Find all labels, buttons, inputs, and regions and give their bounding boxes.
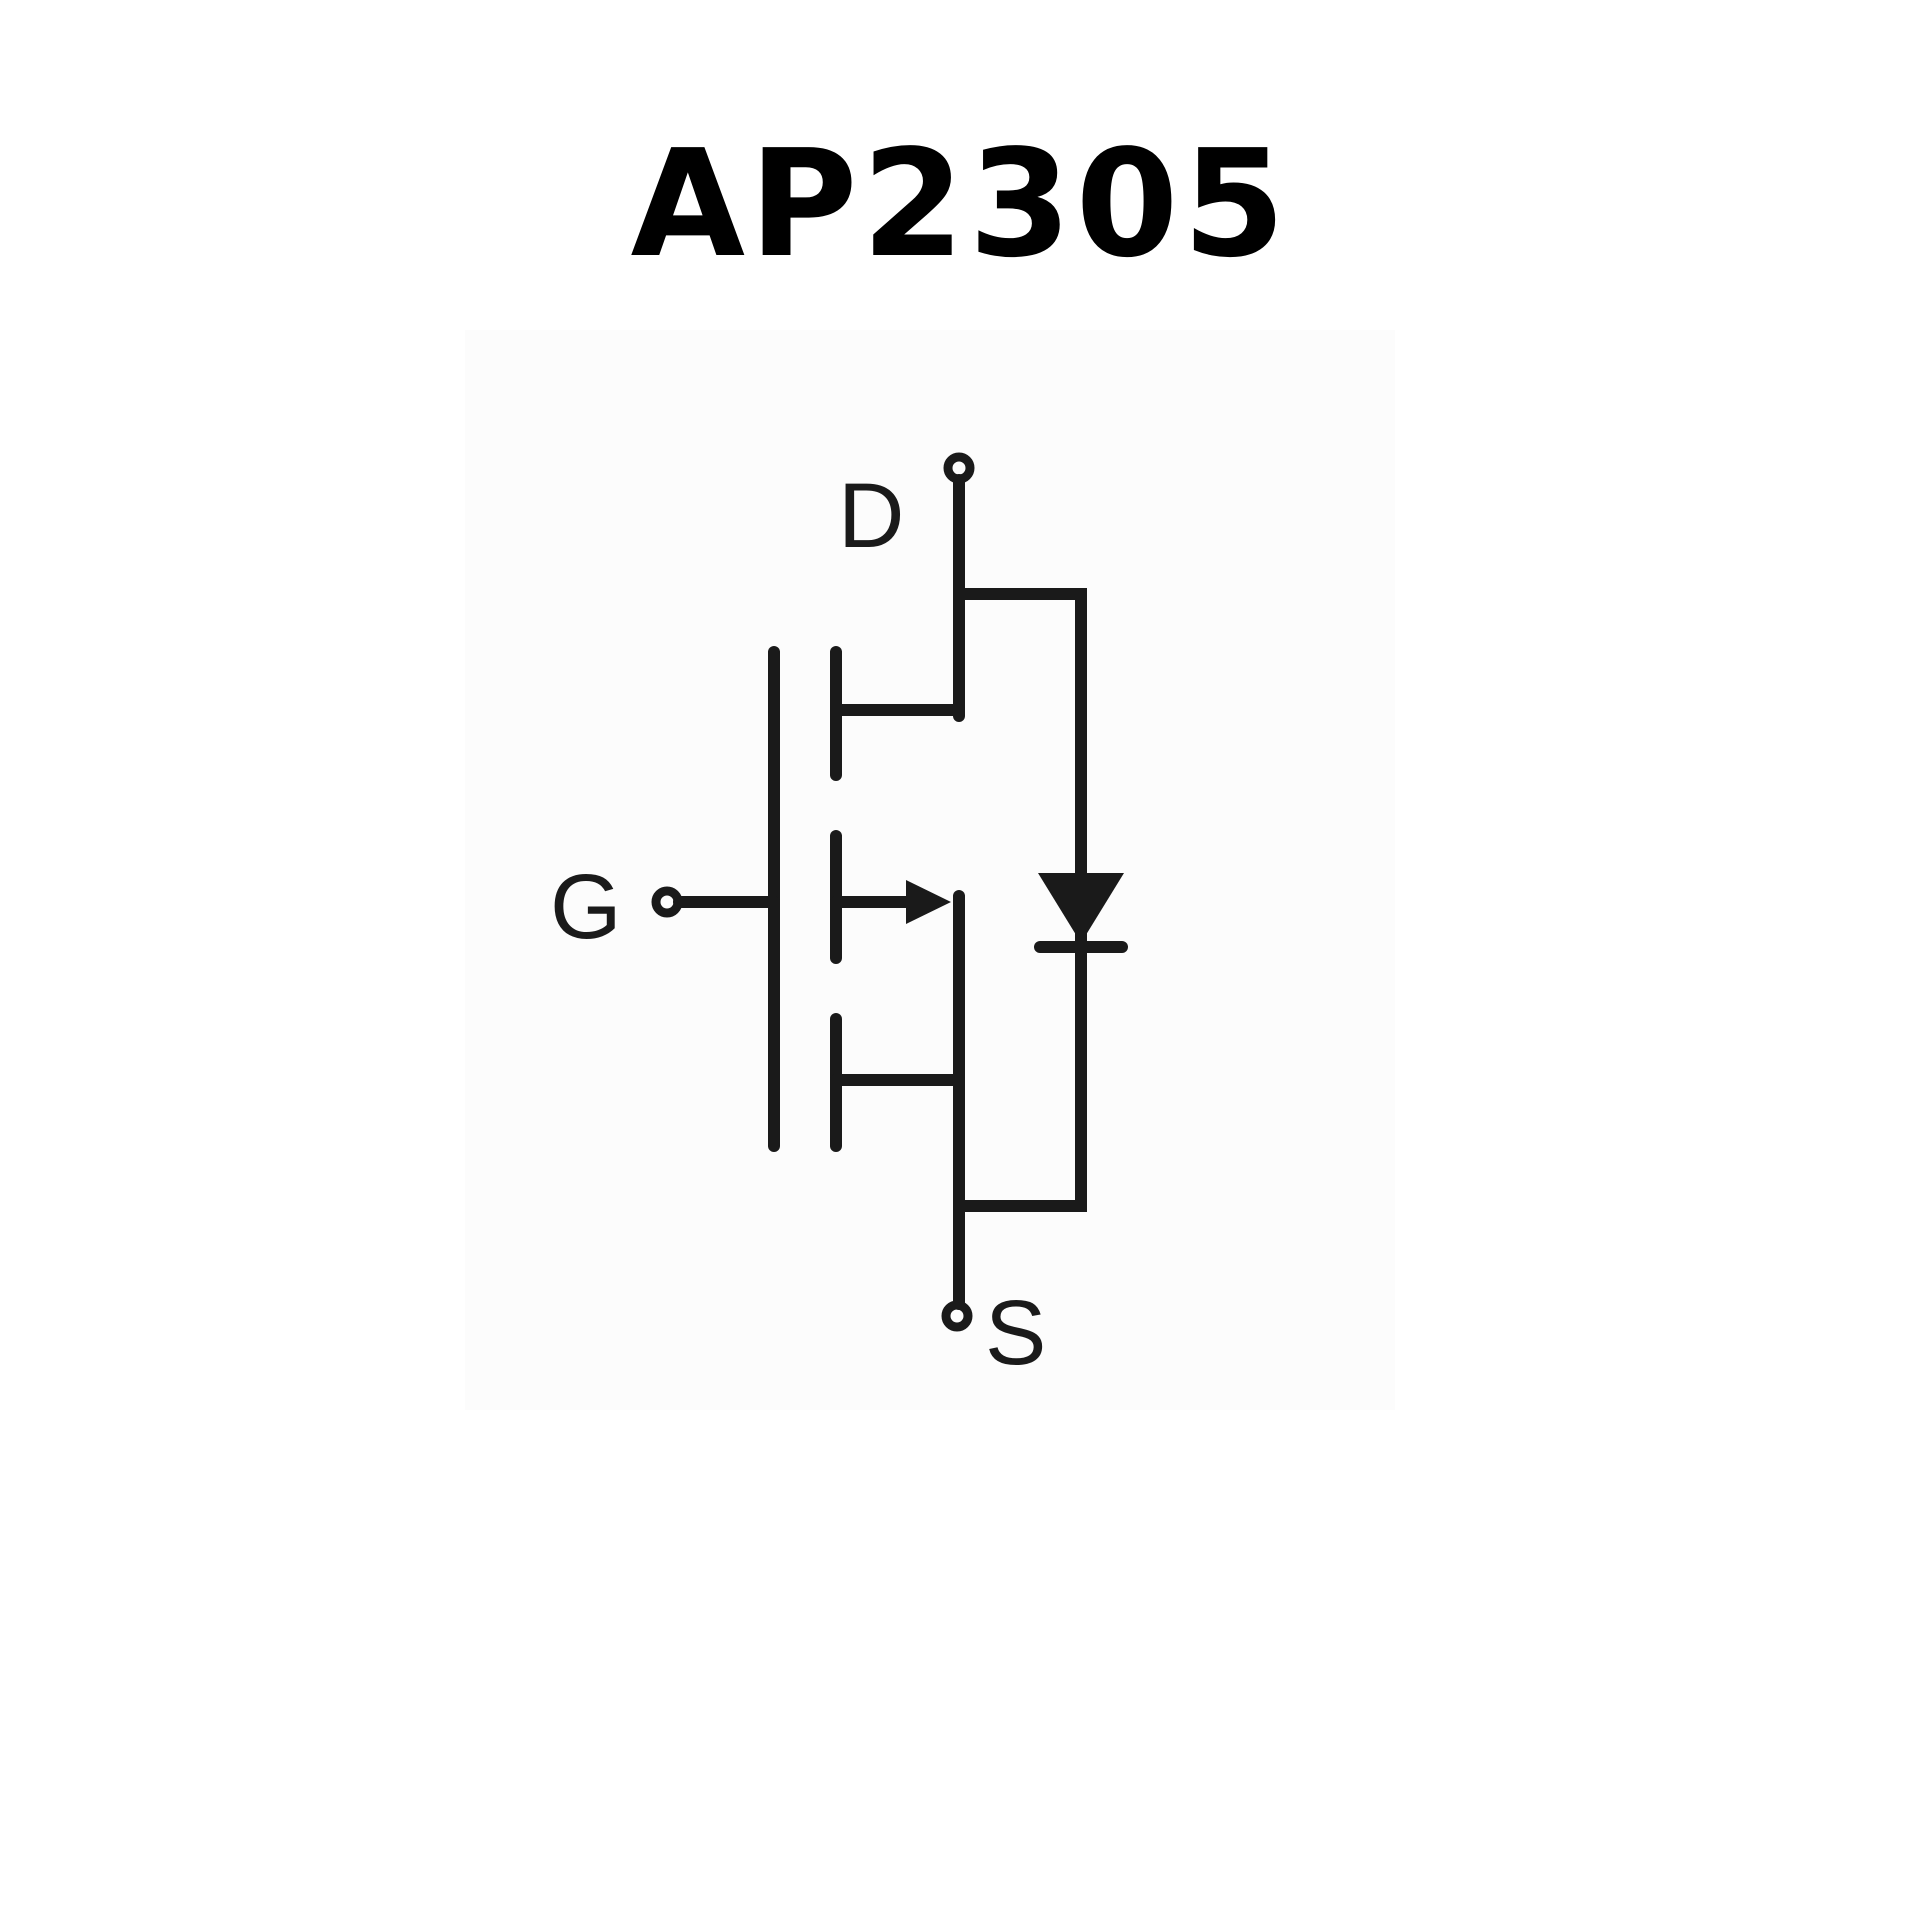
gate-terminal [651,886,683,918]
gate-label: G [550,856,622,958]
source-label: S [985,1282,1046,1384]
body-diode-triangle [1038,873,1124,943]
drain-label: D [838,465,904,567]
schematic-background [465,330,1395,1410]
part-number-title: AP2305 [630,118,1290,290]
body-arrow-head [906,880,951,924]
drain-terminal [943,452,975,484]
source-terminal [941,1300,973,1332]
